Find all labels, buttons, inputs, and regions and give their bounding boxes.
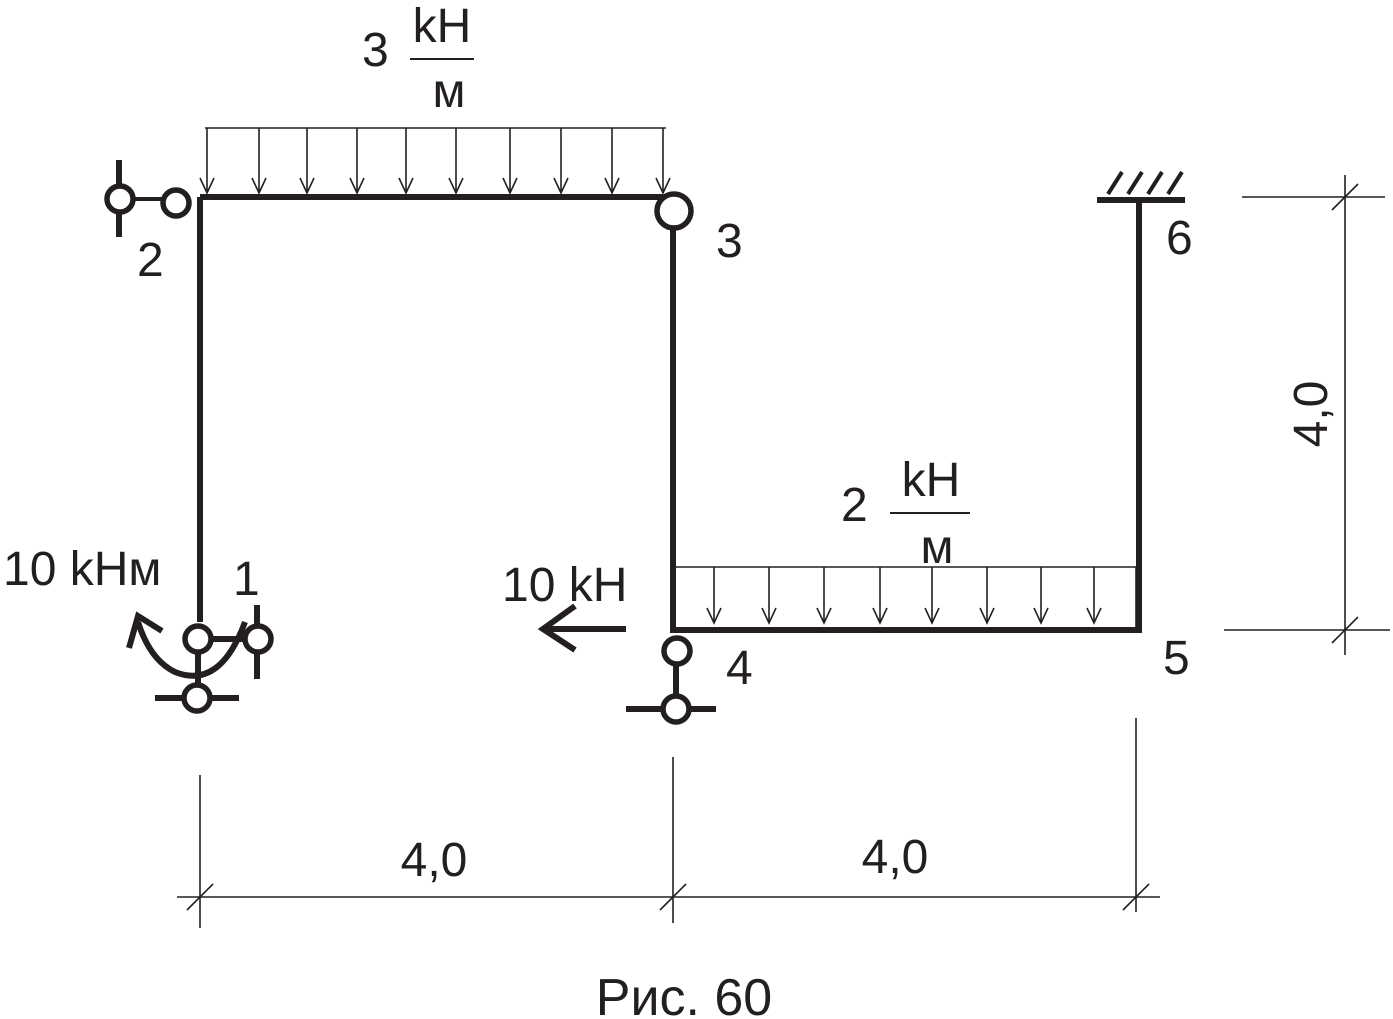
load-arrow-top-8 <box>553 128 569 195</box>
load-unit-num-top: kH <box>413 0 472 53</box>
node-label-6: 6 <box>1166 212 1193 265</box>
frame-members <box>197 191 1142 633</box>
node-label-1: 1 <box>233 553 260 606</box>
load-value-top: 3 <box>362 24 389 77</box>
load-arrow-bottom-8 <box>1086 567 1102 625</box>
load-arrow-top-1 <box>199 128 215 195</box>
support-node-4 <box>626 635 716 725</box>
load-arrow-top-3 <box>299 128 315 195</box>
load-arrow-top-5 <box>398 128 414 195</box>
node-label-2: 2 <box>137 234 164 287</box>
load-unit-den-bottom: м <box>921 521 954 574</box>
load-arrows-bottom <box>706 567 1102 625</box>
figure-caption: Рис. 60 <box>596 969 772 1019</box>
load-label-top: 3 kH м <box>362 0 474 118</box>
load-arrow-bottom-1 <box>706 567 722 625</box>
moment-label: 10 kHм <box>3 543 161 596</box>
force-arrow <box>537 603 626 653</box>
dimension-right <box>1224 175 1390 655</box>
force-label: 10 kH <box>502 559 627 612</box>
load-arrow-bottom-2 <box>761 567 777 625</box>
load-arrow-bottom-7 <box>1033 567 1049 625</box>
load-arrow-bottom-6 <box>979 567 995 625</box>
dimension-right-span: 4,0 <box>862 831 929 884</box>
load-arrow-top-4 <box>349 128 365 195</box>
load-arrow-top-2 <box>251 128 267 195</box>
dimension-bottom <box>177 718 1160 928</box>
load-arrow-bottom-5 <box>924 567 940 625</box>
load-arrow-bottom-4 <box>872 567 888 625</box>
load-label-bottom: 2 kH м <box>841 454 970 574</box>
load-value-bottom: 2 <box>841 479 868 532</box>
load-unit-den-top: м <box>433 65 466 118</box>
node-label-4: 4 <box>726 642 753 695</box>
load-arrow-top-6 <box>448 128 464 195</box>
hinge-node-3 <box>654 191 694 231</box>
dimension-height: 4,0 <box>1285 381 1338 448</box>
moment-arrow <box>126 611 248 679</box>
load-arrows-top <box>199 128 671 195</box>
distributed-load-top <box>199 127 671 195</box>
load-unit-num-bottom: kH <box>902 454 961 507</box>
node-label-5: 5 <box>1163 632 1190 685</box>
support-node-6-fixed <box>1097 170 1185 203</box>
node-label-3: 3 <box>716 215 743 268</box>
load-arrow-top-9 <box>604 128 620 195</box>
support-node-1 <box>155 605 274 714</box>
distributed-load-bottom <box>673 566 1137 628</box>
load-arrow-bottom-3 <box>816 567 832 625</box>
support-node-2 <box>104 160 192 237</box>
dimension-left-span: 4,0 <box>401 834 468 887</box>
load-arrow-top-10 <box>655 128 671 195</box>
load-arrow-top-7 <box>502 128 518 195</box>
